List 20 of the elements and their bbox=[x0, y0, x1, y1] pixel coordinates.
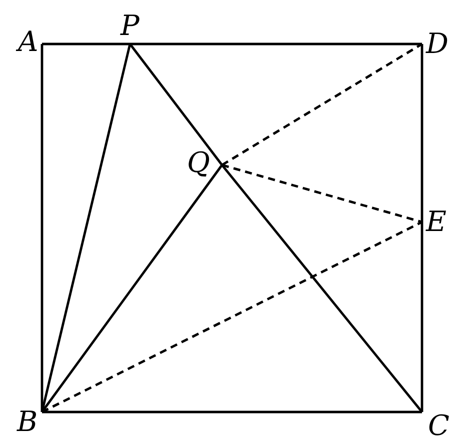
dashed-segment bbox=[222, 164, 422, 224]
line-segment bbox=[420, 44, 424, 222]
line-segment bbox=[130, 42, 422, 46]
point-label: D bbox=[426, 30, 448, 58]
line-segment bbox=[420, 222, 424, 412]
line-segment bbox=[40, 44, 132, 412]
dashed-segment bbox=[221, 42, 423, 166]
line-segment bbox=[129, 43, 223, 166]
line-segment bbox=[42, 42, 130, 46]
dashed-segment bbox=[41, 220, 423, 414]
point-label: A bbox=[18, 28, 38, 56]
point-label: B bbox=[17, 408, 38, 436]
line-segment bbox=[40, 44, 44, 412]
point-label: Q bbox=[187, 149, 210, 177]
line-segment bbox=[41, 164, 223, 413]
point-label: C bbox=[428, 412, 450, 440]
line-segment bbox=[221, 164, 423, 413]
line-segment bbox=[42, 410, 422, 414]
point-label: P bbox=[120, 12, 140, 40]
point-label: E bbox=[426, 208, 446, 236]
